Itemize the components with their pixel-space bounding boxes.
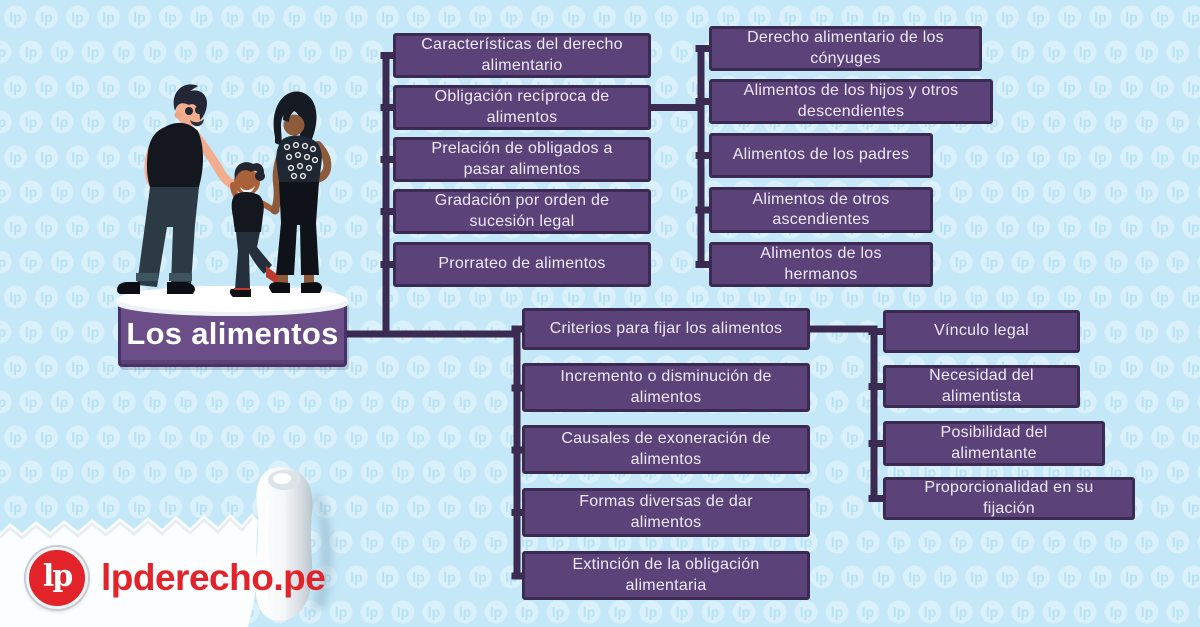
node-necesidad-alimentista: Necesidad del alimentista — [883, 365, 1080, 408]
node-posibilidad-alimentante: Posibilidad del alimentante — [883, 421, 1105, 466]
node-formas-diversas: Formas diversas de dar alimentos — [522, 488, 810, 537]
child-figure — [229, 162, 280, 297]
node-causales-exoneracion: Causales de exoneración de alimentos — [522, 425, 810, 474]
node-proporcionalidad-fijacion: Proporcionalidad en su fijación — [883, 477, 1135, 520]
lp-logo-letters: lp — [42, 558, 73, 594]
lp-logo-icon: lp — [26, 547, 88, 609]
node-alimentos-ascendientes: Alimentos de otros ascendientes — [709, 187, 933, 233]
node-prorrateo-alimentos: Prorrateo de alimentos — [393, 242, 651, 287]
woman-figure — [269, 91, 332, 293]
family-illustration — [116, 84, 348, 316]
node-obligacion-reciproca: Obligación recíproca de alimentos — [393, 85, 651, 130]
node-caracteristicas-derecho-alimentario: Características del derecho alimentario — [393, 33, 651, 78]
node-alimentos-padres: Alimentos de los padres — [709, 133, 933, 178]
node-extincion-obligacion: Extinción de la obligación alimentaria — [522, 551, 810, 600]
node-alimentos-hermanos: Alimentos de los hermanos — [709, 242, 933, 287]
paper-curl — [255, 466, 313, 621]
brand-logo: lp lpderecho.pe — [26, 545, 326, 611]
node-vinculo-legal: Vínculo legal — [883, 310, 1080, 353]
man-figure — [117, 84, 237, 294]
node-incremento-disminucion: Incremento o disminución de alimentos — [522, 363, 810, 412]
node-gradacion-sucesion: Gradación por orden de sucesión legal — [393, 189, 651, 234]
brand-site-text: lpderecho.pe — [101, 557, 326, 598]
node-derecho-conyuges: Derecho alimentario de los cónyuges — [709, 26, 982, 71]
node-alimentos-hijos-descendientes: Alimentos de los hijos y otros descendie… — [709, 79, 993, 124]
node-criterios-fijar: Criterios para fijar los alimentos — [522, 308, 810, 350]
node-prelacion-obligados: Prelación de obligados a pasar alimentos — [393, 137, 651, 182]
